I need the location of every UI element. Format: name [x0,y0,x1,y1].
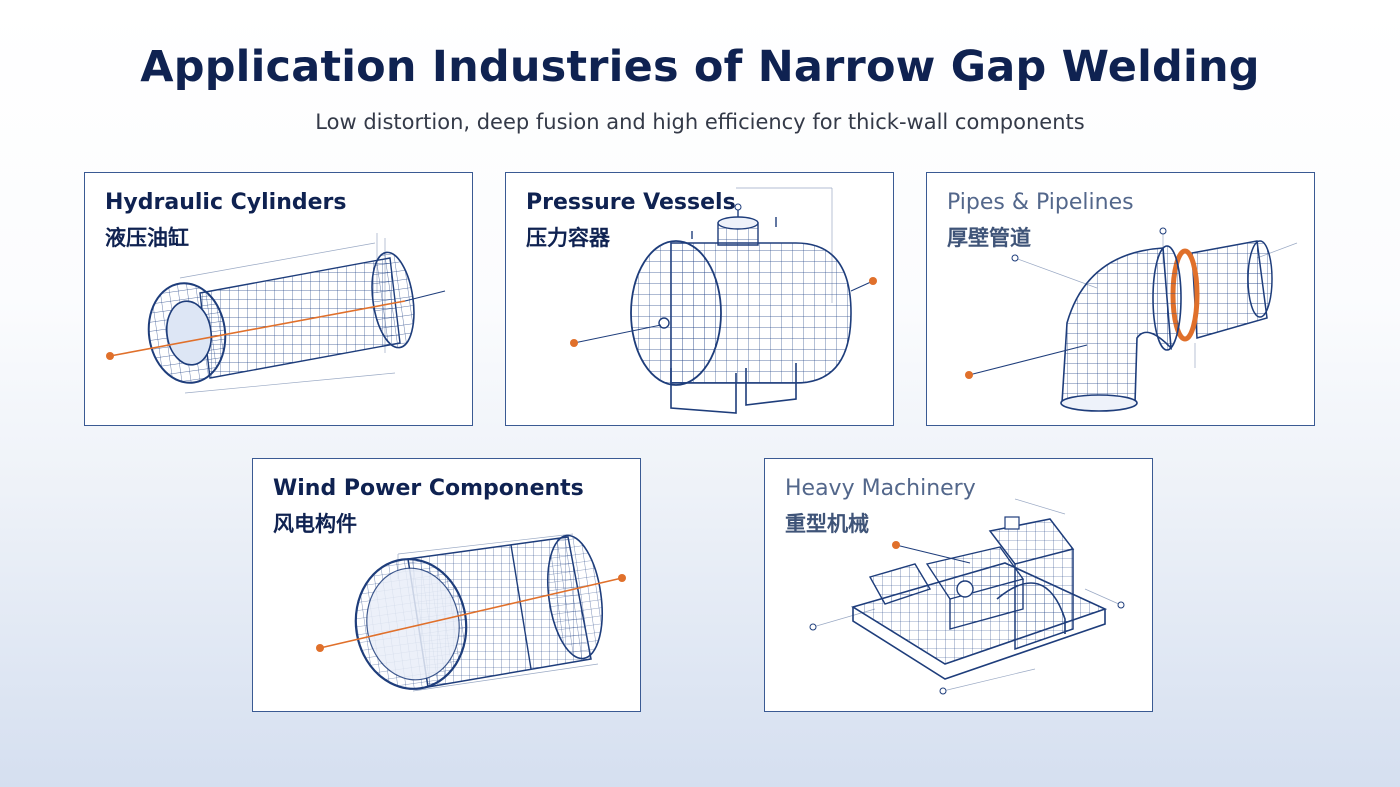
card-subtitle-cn: 厚壁管道 [947,226,1031,250]
page-title: Application Industries of Narrow Gap Wel… [140,42,1260,92]
page-subtitle: Low distortion, deep fusion and high eff… [315,110,1085,134]
card-subtitle-cn: 液压油缸 [105,226,189,250]
card-hydraulic-cylinders: Hydraulic Cylinders 液压油缸 [84,172,473,426]
card-subtitle-cn: 重型机械 [785,512,869,536]
card-title: Heavy Machinery [785,476,976,501]
pipe-elbow-illustration [965,227,1298,412]
hydraulic-cylinder-illustration [106,233,446,394]
wind-tower-section-illustration [316,533,626,692]
heavy-machinery-illustration [809,498,1125,695]
card-wind-power-components: Wind Power Components 风电构件 [252,458,641,712]
card-subtitle-cn: 风电构件 [273,512,357,536]
pressure-vessel-illustration [570,187,877,414]
card-title: Pressure Vessels [526,190,736,215]
card-title: Wind Power Components [273,476,584,501]
card-title: Hydraulic Cylinders [105,190,347,215]
card-title: Pipes & Pipelines [947,190,1134,215]
card-heavy-machinery: Heavy Machinery 重型机械 [764,458,1153,712]
card-subtitle-cn: 压力容器 [526,226,610,250]
card-pressure-vessels: Pressure Vessels 压力容器 [505,172,894,426]
card-pipes-pipelines: Pipes & Pipelines 厚壁管道 [926,172,1315,426]
